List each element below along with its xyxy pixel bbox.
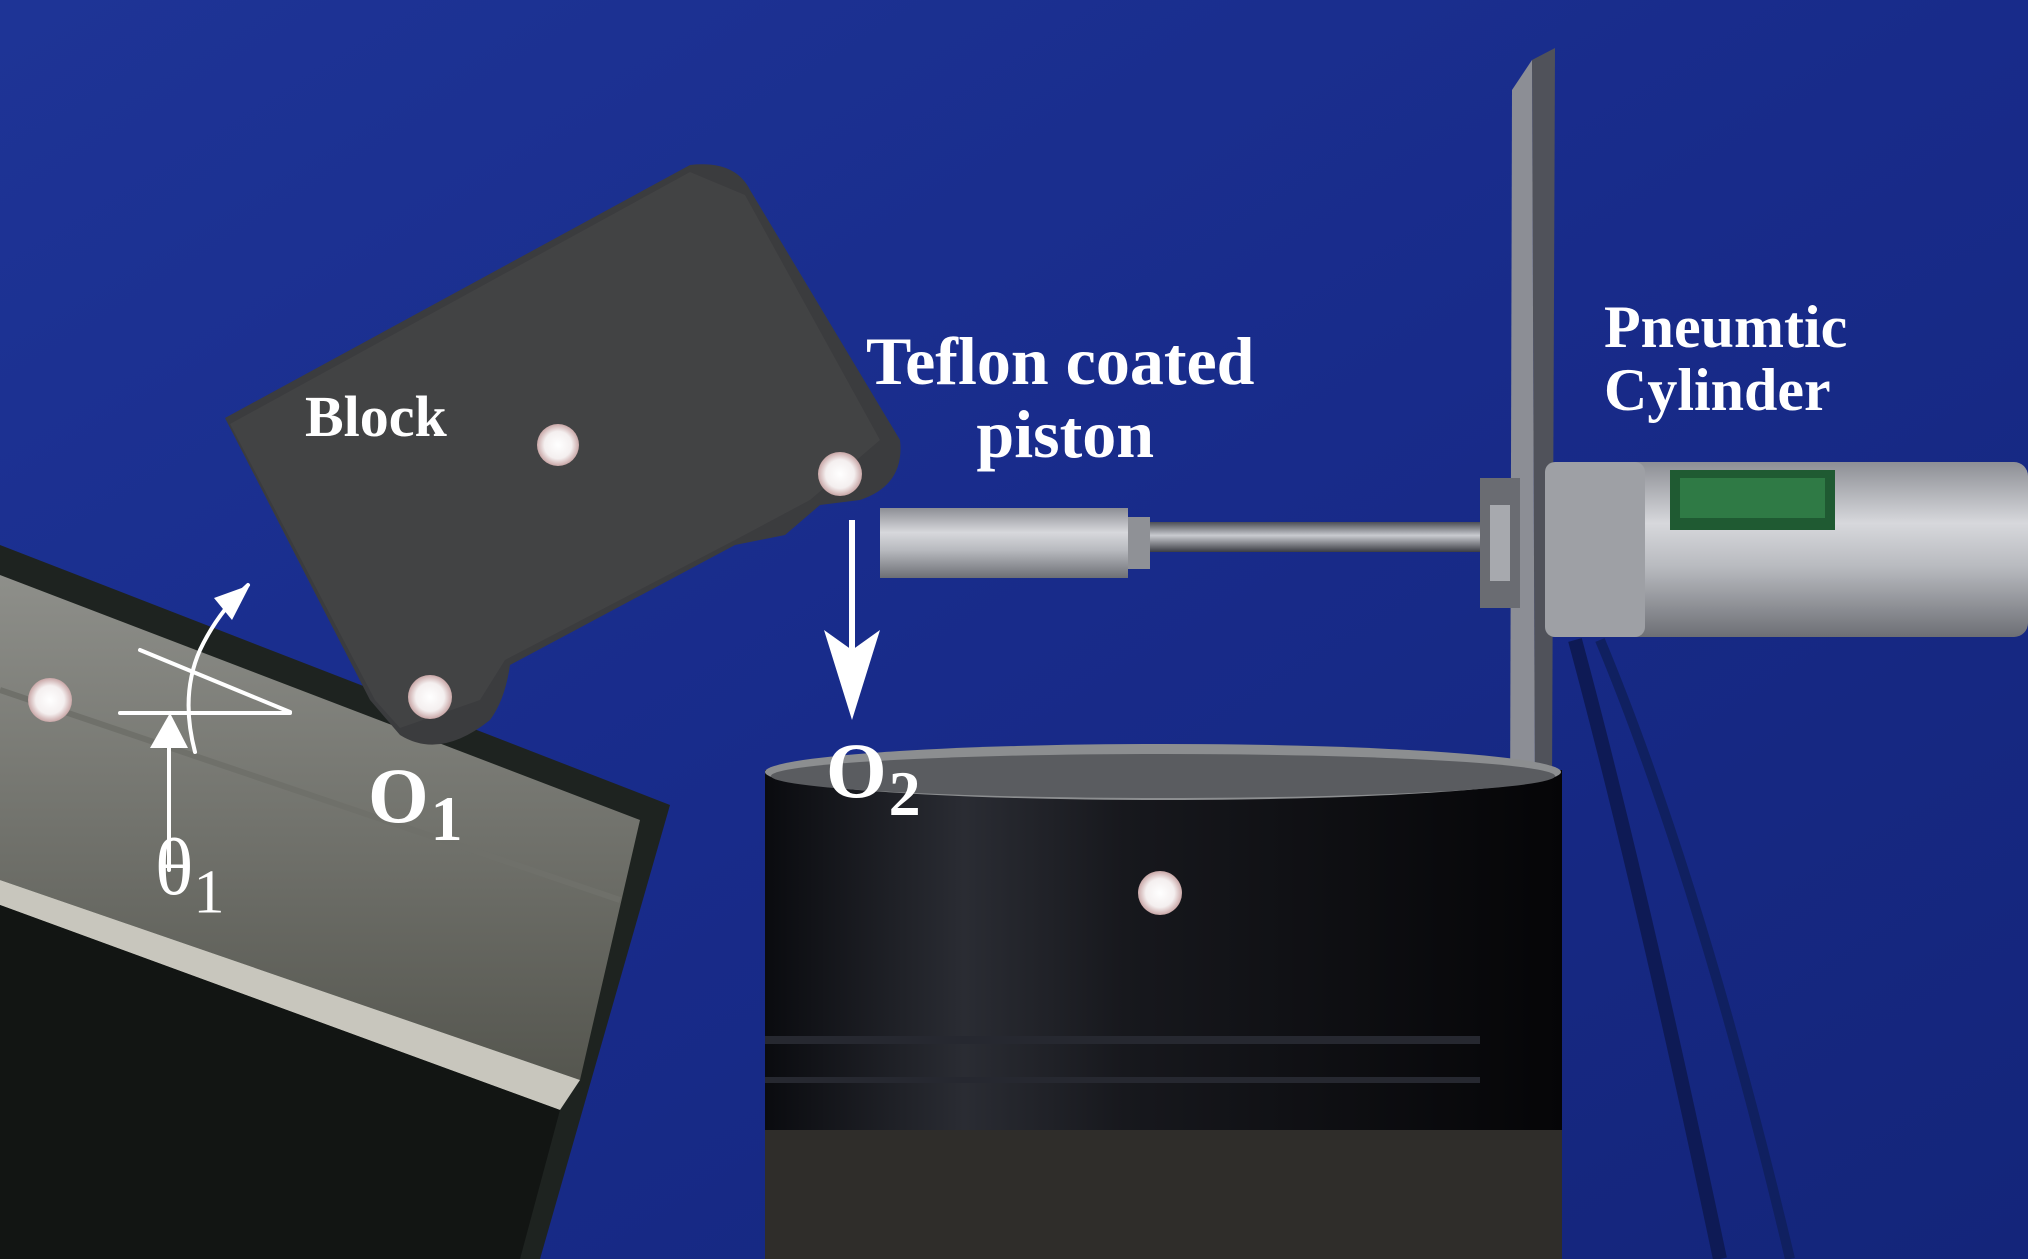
label-pneumatic-cylinder: Pneumtic Cylinder xyxy=(1604,296,1847,422)
marker-dot-cylinder xyxy=(1138,871,1182,915)
marker-dot-block-center xyxy=(537,424,579,466)
angle-arrowhead-bottom xyxy=(150,713,188,748)
angle-annotation xyxy=(118,583,292,872)
label-teflon-piston-line1: Teflon coated xyxy=(866,323,1255,399)
label-block: Block xyxy=(305,384,447,449)
label-o2-base: O xyxy=(826,727,887,814)
angle-arrowhead-top xyxy=(214,585,250,620)
label-o2: O2 xyxy=(826,732,921,826)
pneumatic-cylinder xyxy=(1545,462,2028,1259)
label-pneumatic-cylinder-line1: Pneumtic xyxy=(1604,294,1848,360)
label-teflon-piston: Teflon coated piston xyxy=(866,323,1255,473)
label-theta1-base: θ xyxy=(155,824,194,912)
label-theta1-sub: 1 xyxy=(193,857,225,927)
central-cylinder xyxy=(765,744,1562,1259)
label-teflon-piston-line2: piston xyxy=(976,396,1155,473)
label-o2-sub: 2 xyxy=(888,757,921,829)
label-theta1: θ1 xyxy=(155,828,225,924)
marker-dot-block-corner xyxy=(818,452,862,496)
marker-dot-base xyxy=(28,678,72,722)
label-o1: O1 xyxy=(368,757,463,851)
marker-dot-block-pivot xyxy=(408,675,452,719)
teflon-piston xyxy=(880,508,1480,578)
label-o1-base: O xyxy=(368,752,429,839)
down-arrow xyxy=(824,520,880,720)
label-o1-sub: 1 xyxy=(430,782,463,854)
block xyxy=(225,164,901,745)
label-pneumatic-cylinder-line2: Cylinder xyxy=(1604,357,1831,423)
